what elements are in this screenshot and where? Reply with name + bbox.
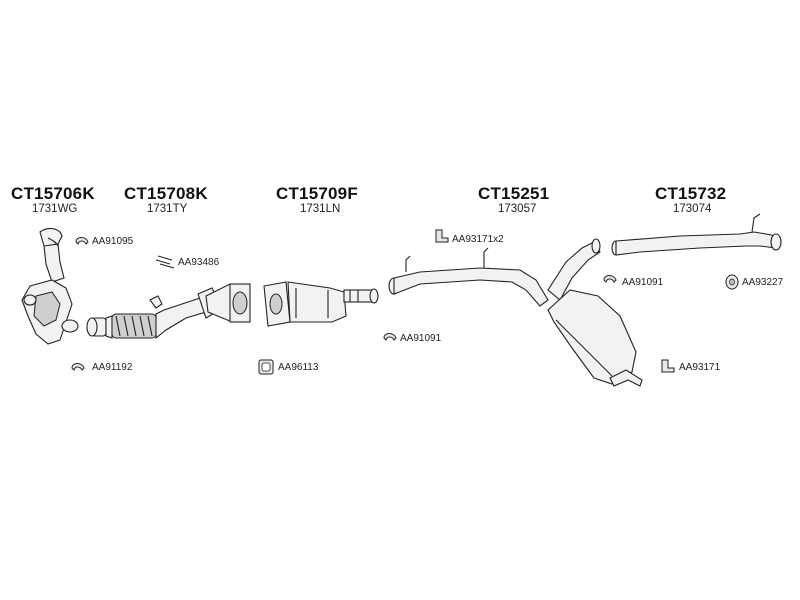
accessory-label-aa91091-mid[interactable]: AA91091 — [400, 333, 442, 344]
ref-1731ln: 1731LN — [300, 203, 341, 215]
ref-1731ty: 1731TY — [147, 203, 188, 215]
part-number-ct15708k[interactable]: CT15708K — [124, 184, 208, 203]
accessory-label-aa93171x2[interactable]: AA93171x2 — [452, 234, 504, 245]
ref-1731wg: 1731WG — [32, 203, 78, 215]
rubber-mount-icon[interactable] — [725, 274, 739, 290]
clamp-icon[interactable] — [603, 275, 617, 283]
accessory-label-aa96113[interactable]: AA96113 — [278, 362, 319, 373]
accessory-label-aa91095[interactable]: AA91095 — [92, 236, 134, 247]
accessory-label-aa91091-right[interactable]: AA91091 — [622, 277, 664, 288]
ref-173057: 173057 — [498, 203, 537, 215]
clamp-icon[interactable] — [71, 363, 85, 371]
part-catalyst-ct15708k[interactable] — [205, 283, 251, 323]
gasket-icon[interactable] — [258, 359, 274, 375]
part-centre-silencer-ct15251[interactable] — [388, 238, 643, 387]
accessory-label-aa91192[interactable]: AA91192 — [92, 362, 133, 373]
part-number-ct15706k[interactable]: CT15706K — [11, 184, 95, 203]
bolt-kit-icon[interactable] — [155, 255, 175, 269]
part-flexpipe-ct15708k[interactable] — [86, 287, 217, 340]
hanger-icon[interactable] — [435, 229, 449, 243]
part-tailpipe-ct15732[interactable] — [611, 213, 782, 256]
part-number-ct15251[interactable]: CT15251 — [478, 184, 550, 203]
part-number-ct15709f[interactable]: CT15709F — [276, 184, 358, 203]
part-downpipe-ct15706k[interactable] — [21, 227, 79, 345]
part-number-ct15732[interactable]: CT15732 — [655, 184, 727, 203]
accessory-label-aa93486[interactable]: AA93486 — [178, 257, 220, 268]
accessory-label-aa93171[interactable]: AA93171 — [679, 362, 721, 373]
clamp-icon[interactable] — [383, 333, 397, 341]
accessory-label-aa93227[interactable]: AA93227 — [742, 277, 784, 288]
ref-173074: 173074 — [673, 203, 712, 215]
hanger-icon[interactable] — [661, 359, 675, 373]
clamp-icon[interactable] — [75, 237, 89, 245]
part-dpf-ct15709f[interactable] — [263, 281, 379, 327]
